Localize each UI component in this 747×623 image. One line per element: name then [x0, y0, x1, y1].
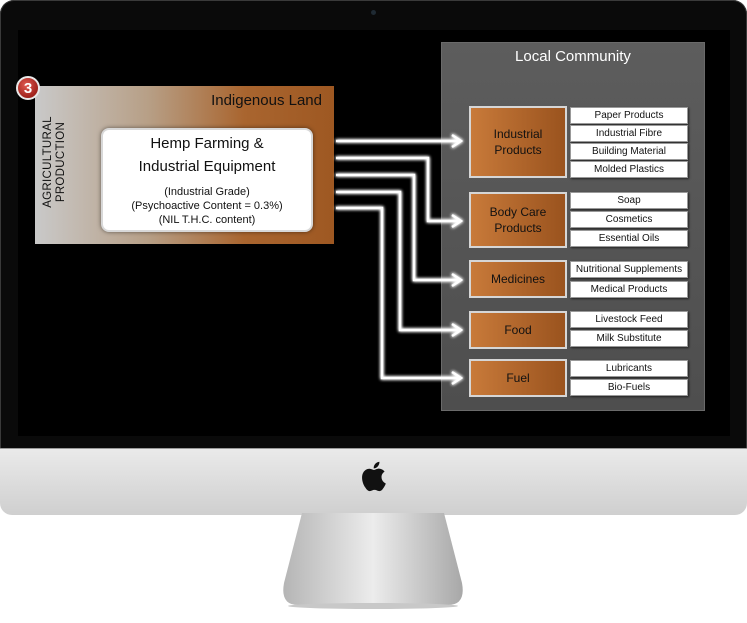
category-label: Fuel — [506, 371, 530, 385]
category-fuel: Fuel — [469, 359, 567, 397]
category-label: Food — [504, 323, 532, 337]
category-industrial-products: Industrial Products — [469, 106, 567, 178]
camera-icon — [371, 10, 376, 15]
item-essential-oils: Essential Oils — [570, 230, 688, 247]
category-label: Industrial Products — [493, 127, 543, 157]
item-nutritional-supplements: Nutritional Supplements — [570, 261, 688, 278]
item-industrial-fibre: Industrial Fibre — [570, 125, 688, 142]
item-paper-products: Paper Products — [570, 107, 688, 124]
hemp-farming-box: Hemp Farming & Industrial Equipment (Ind… — [101, 128, 313, 232]
category-body-care-products: Body Care Products — [469, 192, 567, 248]
arrow-to-food — [336, 190, 458, 332]
indigenous-land-title: Indigenous Land — [211, 92, 322, 109]
item-livestock-feed: Livestock Feed — [570, 311, 688, 328]
item-cosmetics: Cosmetics — [570, 211, 688, 228]
category-label: Medicines — [490, 272, 546, 286]
category-food: Food — [469, 311, 567, 349]
item-building-material: Building Material — [570, 143, 688, 160]
item-medical-products: Medical Products — [570, 281, 688, 298]
step-number-badge: 3 — [16, 76, 40, 100]
arrow-to-fuel — [336, 206, 458, 380]
hemp-psychoactive-text: (Psychoactive Content = 0.3%) — [131, 200, 283, 212]
apple-logo-icon — [362, 461, 386, 492]
item-lubricants: Lubricants — [570, 360, 688, 377]
item-bio-fuels: Bio-Fuels — [570, 379, 688, 396]
item-soap: Soap — [570, 192, 688, 209]
hemp-title-line2: Industrial Equipment — [138, 158, 276, 175]
arrow-to-medicines — [336, 173, 458, 282]
arrow-to-body-care-products — [336, 156, 458, 223]
hemp-thc-text: (NIL T.H.C. content) — [158, 214, 256, 226]
monitor-stand — [283, 513, 463, 609]
category-label: Body Care Products — [489, 205, 547, 235]
hemp-title-line1: Hemp Farming & — [150, 135, 264, 152]
category-medicines: Medicines — [469, 260, 567, 298]
item-milk-substitute: Milk Substitute — [570, 330, 688, 347]
item-molded-plastics: Molded Plastics — [570, 161, 688, 178]
local-community-title: Local Community — [515, 48, 631, 65]
hemp-grade-text: (Industrial Grade) — [164, 186, 250, 198]
